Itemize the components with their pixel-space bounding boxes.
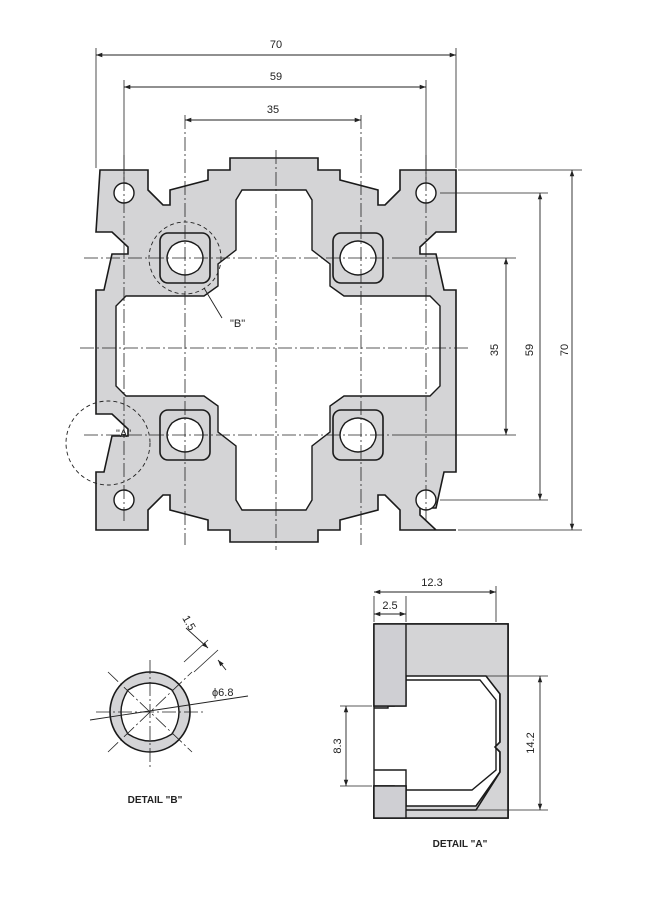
- detail-b-caption: DETAIL "B": [128, 795, 183, 806]
- detail-a-lip-dim: 2.5: [382, 600, 397, 612]
- detail-a-opening-dim: 8.3: [332, 738, 344, 753]
- callout-a-label: "A": [116, 428, 131, 440]
- dim-width-inner: 35: [267, 104, 279, 116]
- detail-b-leader: [203, 287, 223, 319]
- detail-b-callout-circle: [148, 221, 222, 295]
- detail-a-slot-dim: 14.2: [525, 732, 537, 753]
- main-profile-view: 70 59 35 70 59 35 "B" "A": [65, 39, 582, 550]
- detail-a-view: 12.3 2.5 8.3 14.2 DETAIL "A": [332, 577, 548, 850]
- detail-b-bore-dim: ϕ6.8: [212, 687, 233, 699]
- detail-a-depth-dim: 12.3: [421, 577, 442, 589]
- dim-width-overall: 70: [270, 39, 282, 51]
- dim-height-overall: 70: [559, 344, 571, 356]
- detail-a-caption: DETAIL "A": [433, 839, 488, 850]
- detail-a-callout-circle: [65, 400, 151, 486]
- detail-b-diameter-leader: [89, 695, 249, 721]
- detail-b-wall-dim: 1.5: [179, 614, 197, 633]
- center-cavity: [115, 189, 441, 511]
- dim-height-inner: 35: [489, 344, 501, 356]
- callout-b-label: "B": [230, 318, 245, 330]
- dim-width-slots: 59: [270, 71, 282, 83]
- dim-height-slots: 59: [524, 344, 536, 356]
- detail-b-view: ϕ6.8 1.5 DETAIL "B": [89, 614, 249, 806]
